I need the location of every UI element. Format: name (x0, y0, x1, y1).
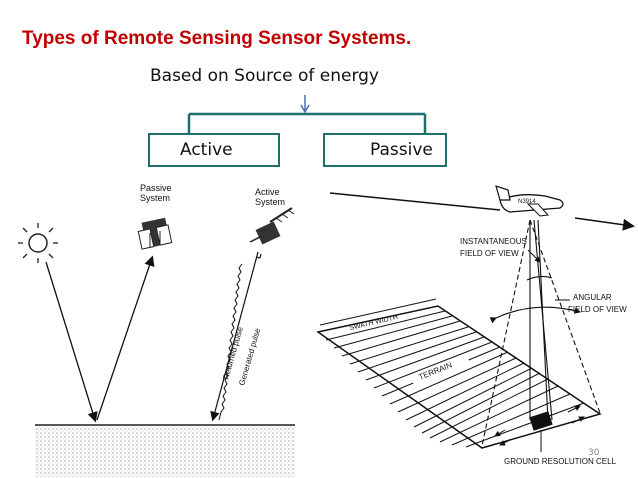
hierarchy-connector (187, 95, 427, 133)
generated-pulse-arrow (210, 251, 259, 422)
active-category-label: Active (180, 140, 233, 160)
sun-icon (18, 223, 58, 263)
passive-system-label-line1: Passive (140, 183, 172, 193)
passive-system-label-line2: System (140, 193, 170, 203)
ground-resolution-cell (529, 411, 553, 431)
aircraft-icon: N3914 (495, 185, 564, 217)
passive-category-label: Passive (370, 140, 433, 160)
slide-subtitle: Based on Source of energy (150, 66, 379, 86)
ifov-label-line1: INSTANTANEOUS (460, 237, 527, 246)
active-system-label-line2: System (255, 197, 285, 207)
active-passive-figure: Passive System Active System Returned pu… (18, 183, 295, 477)
returned-pulse-wave (218, 263, 243, 421)
ifov-label-line2: FIELD OF VIEW (460, 249, 519, 258)
page-number: 30 (588, 448, 600, 458)
afov-label-line2: FIELD OF VIEW (568, 305, 627, 314)
afov-label-line1: ANGULAR (573, 293, 612, 302)
scan-cone (481, 219, 601, 447)
ground-resolution-cell-label: GROUND RESOLUTION CELL (504, 457, 617, 466)
active-category-box: Active (148, 133, 280, 167)
passive-category-box: Passive (323, 133, 447, 167)
aircraft-marking: N3914 (518, 199, 536, 205)
active-system-label-line1: Active (255, 187, 280, 197)
ground-resolution-figure: N3914 SWATH WIDTH TERRAIN (316, 185, 635, 466)
ground-surface (35, 425, 295, 477)
passive-satellite-icon (137, 217, 173, 250)
slide-title: Types of Remote Sensing Sensor Systems. (22, 28, 412, 49)
active-satellite-icon (249, 207, 295, 245)
